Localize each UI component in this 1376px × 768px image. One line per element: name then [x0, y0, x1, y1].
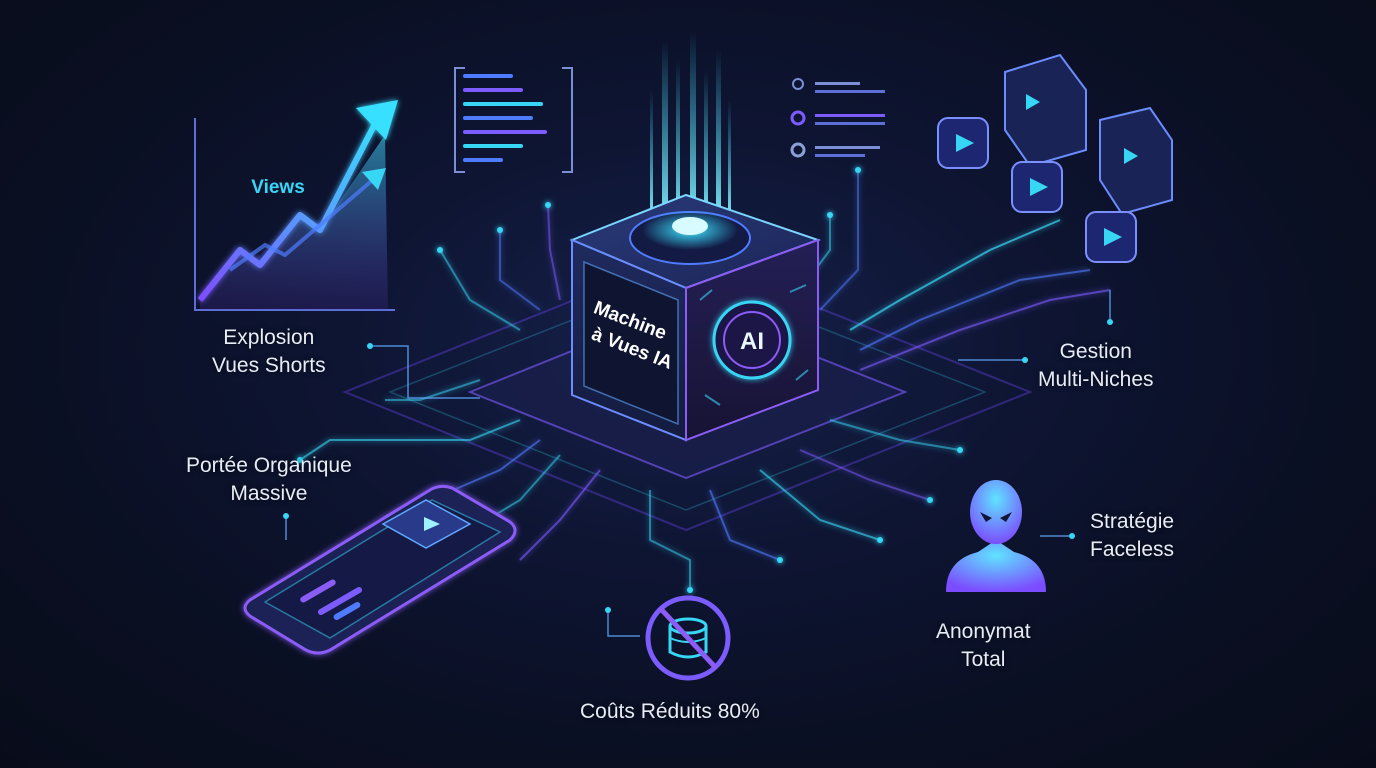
gestion-line1: Gestion	[1059, 340, 1132, 363]
play-icon	[1124, 148, 1138, 164]
gestion-label: Gestion Multi-Niches	[1038, 338, 1154, 394]
anonymat-line2: Total	[961, 648, 1006, 671]
views-label: Views	[251, 177, 305, 198]
play-icon	[1030, 178, 1048, 196]
circuit-traces	[299, 170, 1111, 590]
trace-nodes	[297, 167, 963, 593]
growth-chart-icon	[194, 100, 398, 311]
smartphone-icon	[243, 484, 517, 655]
play-icon	[1026, 94, 1040, 110]
explosion-line1: Explosion	[223, 326, 315, 349]
ai-badge-label: AI	[740, 328, 764, 355]
anonymat-line1: Anonymat	[936, 620, 1031, 643]
checklist-icon	[790, 78, 885, 158]
play-icon	[956, 134, 974, 152]
strategie-line2: Faceless	[1090, 538, 1175, 561]
no-money-icon	[645, 595, 731, 681]
play-icon	[1104, 228, 1122, 246]
explosion-line2: Vues Shorts	[212, 354, 326, 377]
document-list-icon	[454, 67, 573, 173]
portee-line2: Massive	[230, 482, 308, 505]
couts-line1: Coûts Réduits 80%	[580, 700, 760, 723]
anonymat-label: Anonymat Total	[936, 618, 1031, 674]
portee-line1: Portée Organique	[186, 454, 352, 477]
explosion-label: Explosion Vues Shorts	[212, 324, 326, 380]
ai-cube	[569, 193, 822, 442]
portee-label: Portée Organique Massive	[186, 452, 352, 508]
couts-label: Coûts Réduits 80%	[580, 698, 760, 726]
label-connectors	[285, 290, 1111, 637]
strategie-line1: Stratégie	[1090, 510, 1175, 533]
connector-dots	[283, 319, 1113, 613]
gestion-line2: Multi-Niches	[1038, 368, 1154, 391]
strategie-label: Stratégie Faceless	[1090, 508, 1174, 564]
light-beam	[650, 30, 731, 210]
video-window-icon	[1004, 53, 1173, 216]
video-tiles	[937, 94, 1138, 263]
faceless-avatar-icon	[946, 480, 1046, 592]
